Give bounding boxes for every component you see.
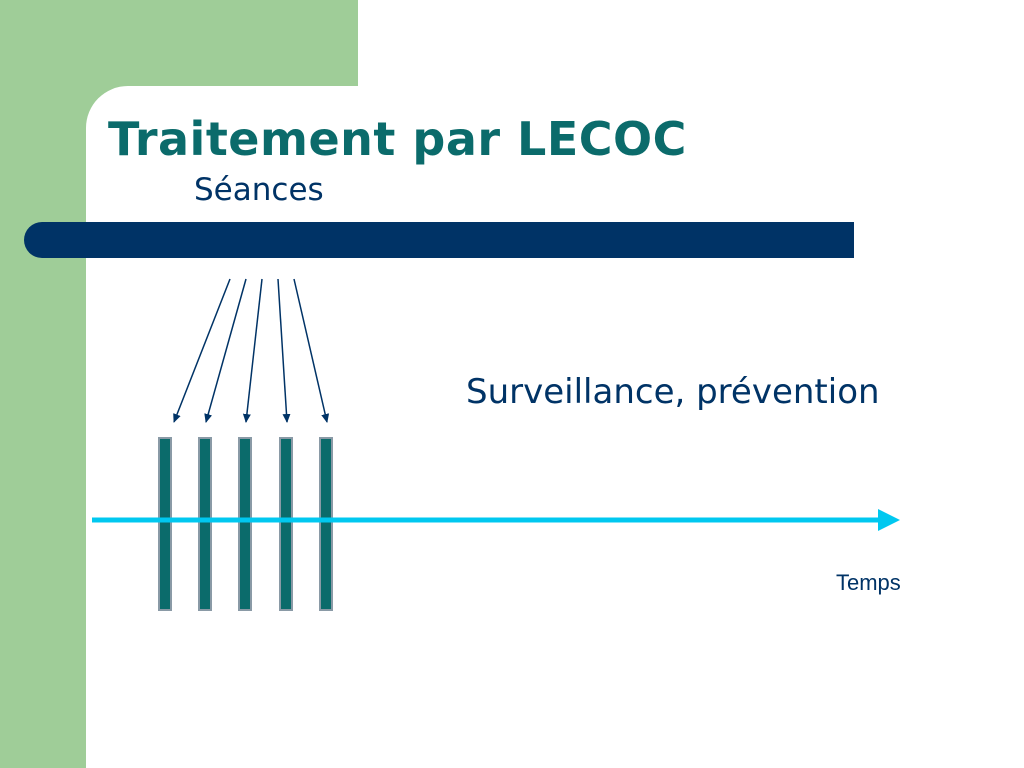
session-bar [198,437,212,611]
session-bar [238,437,252,611]
time-axis-label: Temps [836,570,901,595]
session-pointer-arrows [173,278,330,423]
pointer-arrow [277,278,291,423]
pointer-arrow [242,278,263,423]
slide-subtitle: Séances [194,172,324,208]
pointer-arrow [293,278,330,423]
session-bar [319,437,333,611]
session-bars [158,437,333,611]
pointer-arrow [173,278,231,423]
title-underline-bar [24,222,854,258]
time-axis [92,509,900,531]
slide-title: Traitement par LECOC [108,112,687,166]
time-axis-arrowhead [878,509,900,531]
content-panel [86,86,1024,768]
surveillance-label: Surveillance, prévention [466,372,880,412]
session-bar [158,437,172,611]
pointer-arrow [204,278,247,423]
session-bar [279,437,293,611]
